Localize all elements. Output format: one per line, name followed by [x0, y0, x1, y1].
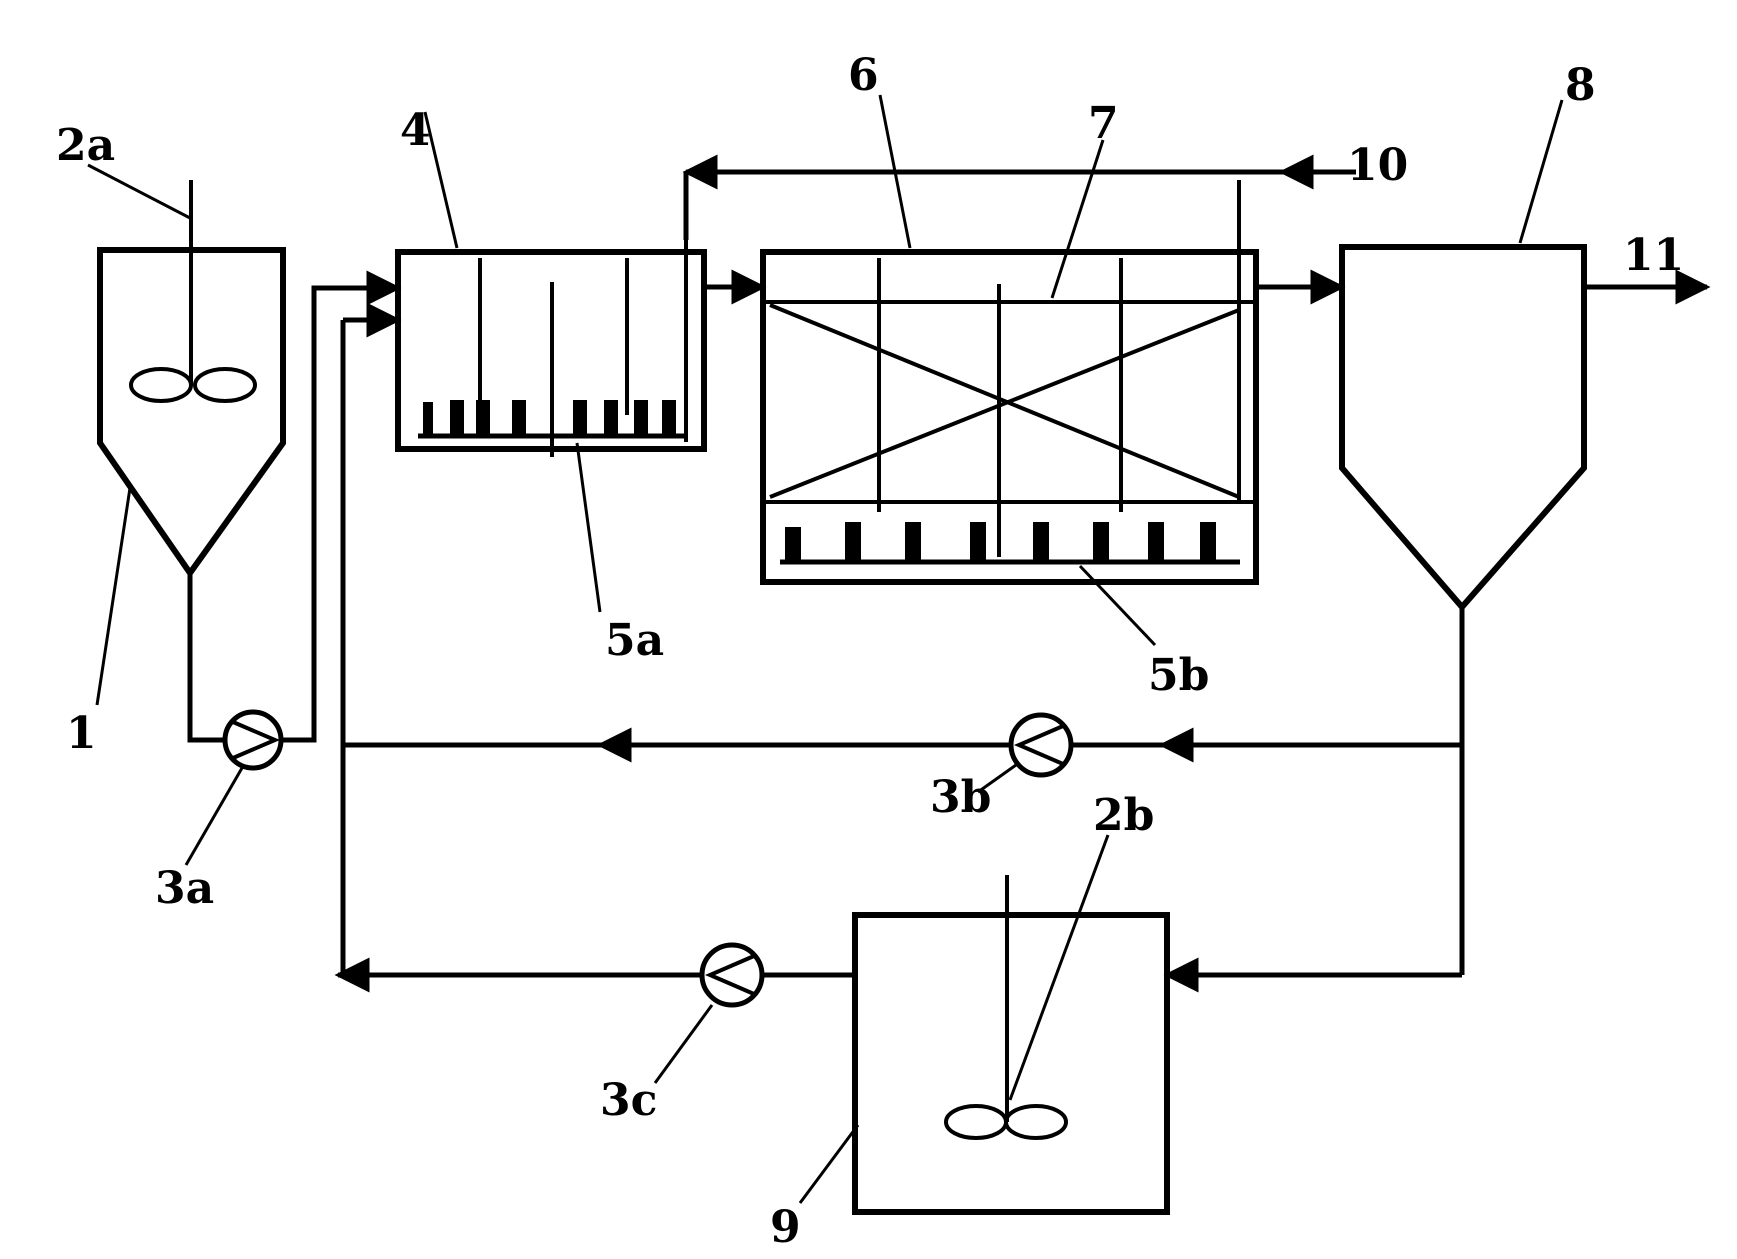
- tank-1: [97, 247, 286, 579]
- line-inlet-10: [682, 154, 1356, 240]
- label-tank-9: 9: [770, 1202, 801, 1253]
- label-tank-6: 6: [848, 50, 879, 101]
- label-aerator-5b: 5b: [1148, 650, 1209, 701]
- mixer-2a: [129, 180, 257, 403]
- label-pump-3b: 3b: [930, 772, 991, 823]
- label-mixer-2a: 2a: [56, 120, 115, 171]
- tank-9: [852, 912, 1170, 1215]
- label-mixer-2b: 2b: [1093, 790, 1154, 841]
- line-sludge-return: [343, 607, 1465, 975]
- label-pump-3c: 3c: [600, 1075, 657, 1126]
- label-element-7: 7: [1088, 98, 1119, 149]
- tank-6: [760, 180, 1259, 585]
- tank-4: [395, 240, 707, 457]
- pump-3b: [1008, 712, 1074, 778]
- aerators-5a: [418, 400, 686, 439]
- leader-lines: [87, 94, 1564, 1204]
- label-inlet-10: 10: [1347, 140, 1408, 191]
- pump-3c: [699, 942, 765, 1008]
- clarifier-8: [1339, 244, 1587, 612]
- label-tank-1: 1: [66, 708, 97, 759]
- element-7: [769, 303, 1240, 499]
- label-tank-4: 4: [400, 105, 431, 156]
- aerators-5b: [780, 522, 1240, 565]
- line-tank1-to-tank4: [187, 270, 402, 743]
- label-aerator-5a: 5a: [605, 615, 664, 666]
- label-outlet-11: 11: [1623, 230, 1684, 281]
- pump-3a: [222, 709, 284, 771]
- mixer-2b: [944, 875, 1068, 1140]
- line-return-to-tank4: [340, 302, 402, 975]
- label-pump-3a: 3a: [155, 863, 214, 914]
- label-clarifier-8: 8: [1565, 60, 1596, 111]
